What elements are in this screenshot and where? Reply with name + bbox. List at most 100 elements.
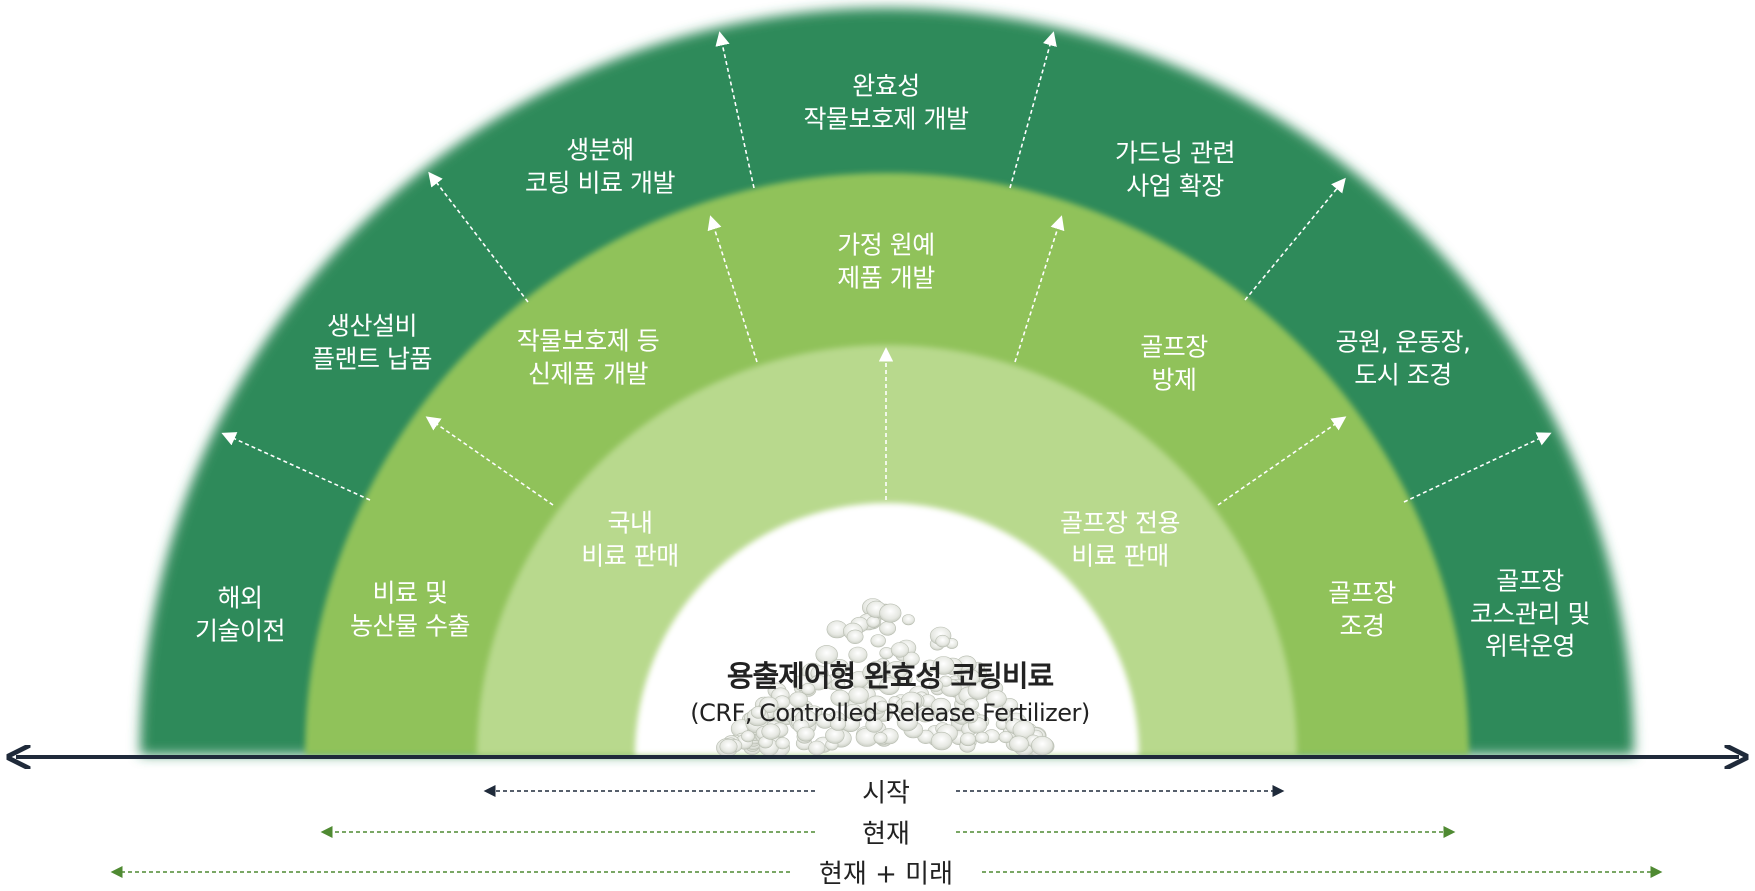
granule <box>789 691 808 708</box>
granule <box>935 634 950 648</box>
label-line: 코스관리 및 <box>1470 598 1590 628</box>
label-line: 방제 <box>1151 365 1197 394</box>
center-title-sub: (CRF, Controlled Release Fertilizer) <box>690 699 1090 727</box>
granule <box>997 708 1011 720</box>
arrow-mid-right <box>1244 177 1346 301</box>
granule <box>801 682 816 695</box>
granule <box>815 645 838 665</box>
label-line: 골프장 <box>1140 332 1208 362</box>
label-tech-transfer: 해외 기술이전 <box>194 583 286 648</box>
granule <box>879 621 897 636</box>
granule <box>808 740 826 756</box>
granule <box>873 732 888 744</box>
granule <box>975 731 989 744</box>
label-line: 골프장 전용 <box>1060 508 1180 538</box>
label-line: 농산물 수출 <box>350 611 470 640</box>
granule <box>963 698 979 712</box>
granule <box>930 697 951 715</box>
center-title: 용출제어형 완효성 코팅비료 (CRF, Controlled Release … <box>690 653 1090 727</box>
granule <box>830 717 847 731</box>
label-line: 조경 <box>1339 611 1385 640</box>
timeline-label-now: 현재 <box>854 813 918 851</box>
granule <box>844 703 863 720</box>
granule <box>719 738 738 755</box>
label-line: 위탁운영 <box>1484 631 1576 661</box>
label-line: 가정 원예 <box>837 230 935 260</box>
timeline-label-future: 현재 + 미래 <box>811 853 961 891</box>
label-export: 비료 및 농산물 수출 <box>350 578 470 643</box>
label-line: 사업 확장 <box>1126 171 1224 200</box>
label-home-gardening: 가정 원예 제품 개발 <box>837 230 935 295</box>
granule <box>1009 735 1029 753</box>
label-new-products: 작물보호제 등 신제품 개발 <box>517 326 660 391</box>
granule <box>928 679 944 692</box>
granule <box>846 629 864 644</box>
timeline-label-start: 시작 <box>854 772 918 810</box>
label-line: 작물보호제 개발 <box>803 104 969 133</box>
label-line: 골프장 <box>1328 578 1396 608</box>
granule <box>797 726 815 742</box>
granule <box>875 700 889 712</box>
label-golf-fertilizer-sales: 골프장 전용 비료 판매 <box>1060 508 1180 573</box>
label-gardening-expansion: 가드닝 관련 사업 확장 <box>1115 138 1235 203</box>
label-line: 비료 및 <box>372 578 448 608</box>
granule <box>901 700 916 714</box>
label-line: 국내 <box>607 508 653 538</box>
arrow-mid-left <box>428 171 529 303</box>
label-crop-protection: 완효성 작물보호제 개발 <box>804 71 969 136</box>
granule <box>916 707 934 723</box>
arrow-inner-left <box>425 416 554 506</box>
label-line: 완효성 <box>852 71 920 101</box>
label-line: 골프장 <box>1496 566 1564 596</box>
label-golf-pest-control: 골프장 방제 <box>1140 332 1208 397</box>
granule <box>960 668 981 686</box>
granule <box>1031 736 1054 756</box>
granule <box>741 730 755 743</box>
granule <box>775 737 790 750</box>
label-golf-landscaping: 골프장 조경 <box>1328 578 1396 643</box>
arrow-inner-right <box>1217 416 1347 506</box>
label-line: 코팅 비료 개발 <box>525 168 675 197</box>
granule <box>890 642 909 658</box>
granule <box>761 723 781 740</box>
label-line: 가드닝 관련 <box>1115 138 1235 168</box>
label-line: 생분해 <box>566 135 634 165</box>
granule <box>902 651 920 667</box>
granule <box>830 658 849 675</box>
arrow-mid-upper-left <box>715 31 755 189</box>
label-line: 비료 판매 <box>1071 541 1169 570</box>
label-line: 공원, 운동장, <box>1335 327 1471 357</box>
granule <box>930 731 953 751</box>
label-line: 플랜트 납품 <box>312 344 432 373</box>
granule <box>870 634 886 648</box>
granule <box>896 713 918 732</box>
label-plant-delivery: 생산설비 플랜트 납품 <box>312 311 432 376</box>
granule <box>902 614 915 626</box>
granule <box>848 646 868 663</box>
label-urban-landscaping: 공원, 운동장, 도시 조경 <box>1336 327 1471 392</box>
granule <box>878 677 900 696</box>
label-domestic-sales: 국내 비료 판매 <box>581 508 679 573</box>
center-title-main: 용출제어형 완효성 코팅비료 <box>726 659 1054 693</box>
label-golf-course-management: 골프장 코스관리 및 위탁운영 <box>1470 565 1590 663</box>
label-biodegradable-coating: 생분해 코팅 비료 개발 <box>525 135 675 200</box>
granule <box>986 690 1007 708</box>
granule <box>998 731 1013 744</box>
fertilizer-granules-image <box>716 598 1055 758</box>
label-line: 비료 판매 <box>581 541 679 570</box>
granule <box>879 603 902 623</box>
label-line: 신제품 개발 <box>528 359 648 388</box>
label-line: 제품 개발 <box>837 263 935 292</box>
arrow-mid-far-left <box>221 432 371 501</box>
label-line: 생산설비 <box>326 311 418 341</box>
label-line: 해외 <box>217 583 263 613</box>
granule <box>751 706 766 719</box>
label-line: 도시 조경 <box>1354 360 1452 389</box>
granule <box>772 708 790 723</box>
label-line: 기술이전 <box>194 616 286 645</box>
granule <box>866 616 881 628</box>
granule <box>932 656 955 675</box>
granule <box>960 732 976 747</box>
granule <box>830 677 846 691</box>
